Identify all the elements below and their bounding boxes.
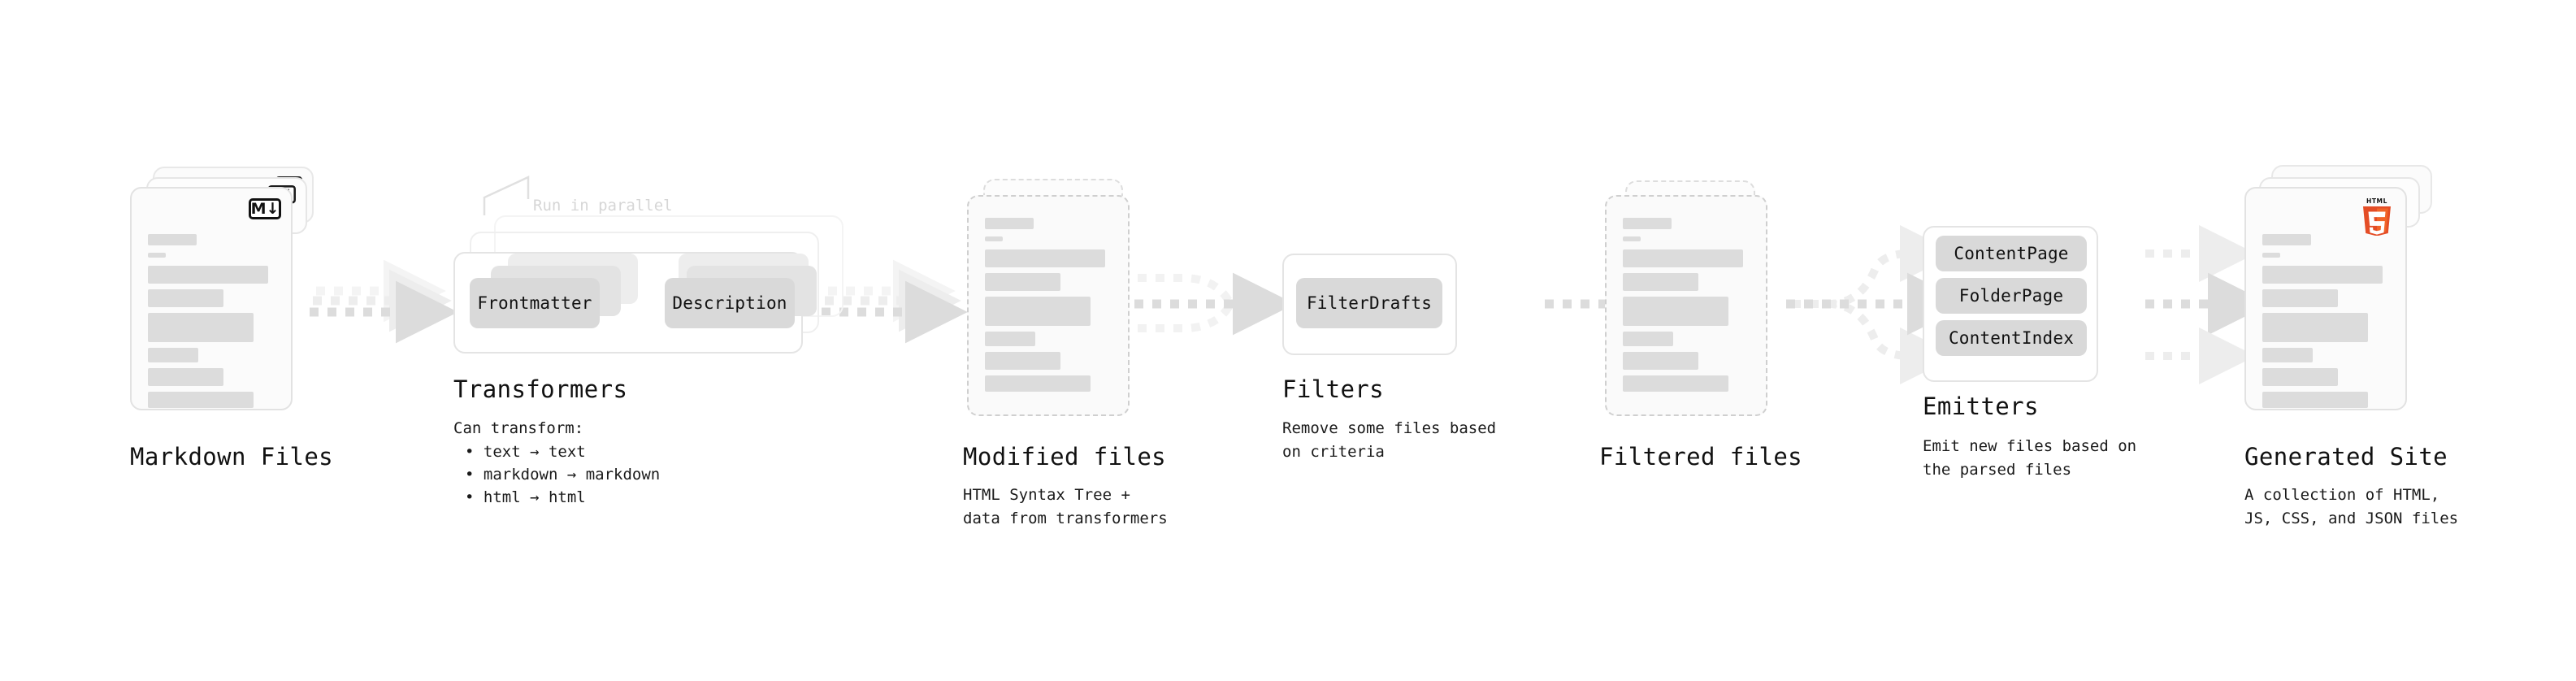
run-in-parallel-label: Run in parallel — [533, 197, 673, 215]
transformers-bullet-0: • text → text — [465, 443, 586, 461]
transformers-desc: Can transform: — [453, 419, 584, 437]
skeleton-bar — [1623, 249, 1743, 267]
markdown-icon: M↓ — [249, 198, 281, 219]
skeleton-bar — [2262, 313, 2368, 342]
emitters-desc: Emit new files based on the parsed files — [1923, 437, 2137, 479]
pill-folderpage-label: FolderPage — [1958, 286, 2064, 306]
skeleton-bar — [1623, 352, 1698, 370]
skeleton-bar — [2262, 266, 2383, 284]
filtered-card — [1605, 195, 1767, 416]
markdown-card: M↓ — [130, 187, 293, 410]
skeleton-bar — [1623, 297, 1728, 326]
stage-title-filtered-files: Filtered files — [1599, 443, 1803, 471]
skeleton-bar — [2262, 368, 2338, 386]
connector-filtered-to-emitters — [1786, 225, 1970, 384]
pill-contentindex[interactable]: ContentIndex — [1936, 320, 2087, 356]
skeleton-bar — [1623, 218, 1672, 229]
generated-site-desc: A collection of HTML, JS, CSS, and JSON … — [2244, 486, 2459, 527]
pill-frontmatter-label: Frontmatter — [477, 293, 592, 313]
site-card-html: HTML — [2244, 187, 2407, 410]
skeleton-bar — [2262, 289, 2338, 307]
html5-icon: HTML — [2360, 197, 2394, 236]
stage-title-generated-site: Generated Site — [2244, 443, 2448, 471]
skeleton-bar — [148, 289, 223, 307]
skeleton-bar — [985, 218, 1034, 229]
skeleton-bar — [148, 253, 166, 258]
pill-folderpage[interactable]: FolderPage — [1936, 278, 2087, 314]
filters-desc: Remove some files based on criteria — [1282, 419, 1497, 461]
skeleton-bar — [148, 348, 198, 362]
skeleton-bar — [985, 332, 1035, 346]
skeleton-bar — [1623, 273, 1698, 291]
pill-filterdrafts[interactable]: FilterDrafts — [1296, 278, 1442, 328]
pill-contentindex-label: ContentIndex — [1948, 328, 2075, 348]
skeleton-bar — [985, 236, 1003, 241]
pill-description[interactable]: Description — [665, 278, 795, 328]
transformers-bullet-1: • markdown → markdown — [465, 466, 661, 484]
skeleton-bar — [985, 297, 1091, 326]
skeleton-bar — [2262, 253, 2280, 258]
stage-title-emitters: Emitters — [1923, 393, 2039, 420]
skeleton-bar — [2262, 392, 2368, 408]
skeleton-bar — [148, 234, 197, 245]
skeleton-bar — [985, 352, 1060, 370]
transformers-bullet-2: • html → html — [465, 488, 586, 506]
skeleton-bar — [1623, 332, 1673, 346]
stage-title-markdown-files: Markdown Files — [130, 443, 334, 471]
pill-filterdrafts-label: FilterDrafts — [1306, 293, 1433, 313]
skeleton-bar — [1623, 375, 1728, 392]
skeleton-bar — [985, 249, 1105, 267]
skeleton-bar — [148, 392, 254, 408]
svg-text:HTML: HTML — [2366, 197, 2387, 205]
skeleton-bar — [1623, 236, 1641, 241]
pill-contentpage-label: ContentPage — [1954, 244, 2069, 263]
connector-md-to-transformers — [310, 259, 458, 344]
skeleton-bar — [985, 273, 1060, 291]
skeleton-bar — [2262, 348, 2313, 362]
pill-description-label: Description — [672, 293, 787, 313]
stage-title-transformers: Transformers — [453, 375, 628, 403]
pill-frontmatter[interactable]: Frontmatter — [470, 278, 600, 328]
stage-title-filters: Filters — [1282, 375, 1385, 403]
skeleton-bar — [148, 313, 254, 342]
skeleton-bar — [148, 368, 223, 386]
connector-emitters-to-site — [2145, 225, 2270, 384]
skeleton-bar — [985, 375, 1091, 392]
modified-card — [967, 195, 1130, 416]
stage-title-modified-files: Modified files — [963, 443, 1167, 471]
connector-modified-to-filters — [1134, 272, 1295, 336]
run-in-parallel-bracket — [483, 176, 530, 215]
pill-contentpage[interactable]: ContentPage — [1936, 236, 2087, 271]
skeleton-bar — [2262, 234, 2311, 245]
skeleton-bar — [148, 266, 268, 284]
modified-files-desc: HTML Syntax Tree + data from transformer… — [963, 486, 1168, 527]
